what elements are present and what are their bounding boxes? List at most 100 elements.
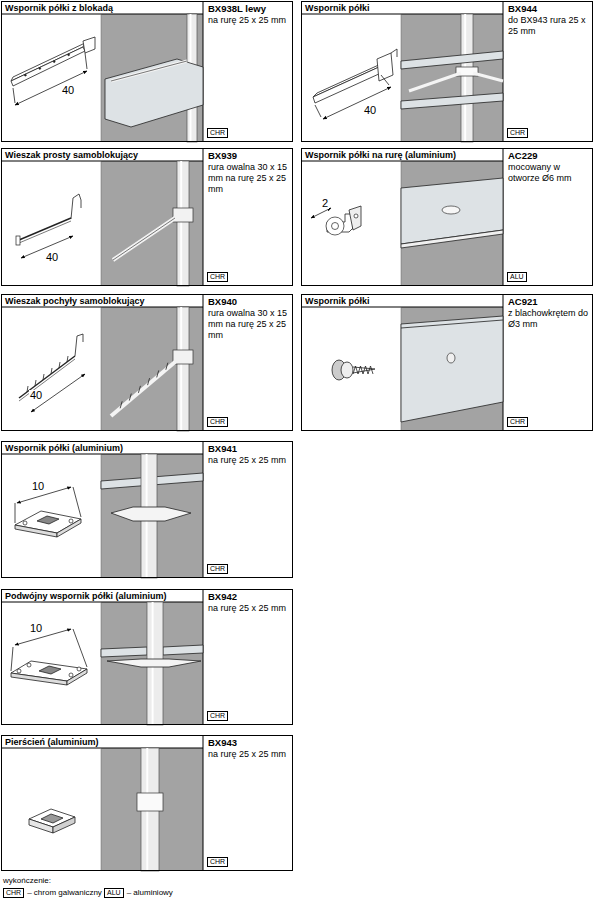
product-panel: CHRPodwójny wspornik półki (aluminium)BX…	[1, 589, 293, 725]
finish-badge: CHR	[507, 417, 528, 427]
extension-line	[381, 75, 389, 85]
column-divider	[203, 441, 204, 578]
finish-badge: CHR	[207, 128, 228, 138]
product-panel: CHR Wspornik półki (aluminium) BX941na rur…	[1, 441, 293, 578]
extension-line	[15, 503, 16, 523]
screw-hole	[69, 673, 73, 677]
product-panel: CHRWspornik półkiAC921z blachowkrętem do…	[301, 294, 593, 431]
peg	[35, 380, 36, 386]
product-code: BX942	[208, 591, 292, 602]
product-code: BX941	[208, 443, 292, 454]
clip-hook	[391, 49, 397, 57]
photo-ground	[101, 454, 203, 578]
hanger-rod	[19, 356, 75, 398]
panel-art	[1, 441, 203, 578]
product-description: na rurę 25 x 25 mm	[208, 455, 292, 466]
bracket-photo-edge	[111, 61, 187, 81]
dimension-label: 10	[31, 481, 45, 492]
header-rule	[1, 161, 203, 162]
extension-line	[85, 53, 87, 69]
product-panel: ALUWspornik półki na rurę (aluminium)AC2…	[301, 148, 593, 286]
pipe	[177, 161, 189, 286]
panel-art	[301, 1, 503, 142]
screw-hole	[77, 667, 81, 671]
tab-hole	[354, 214, 358, 218]
photo-ground	[101, 748, 203, 871]
legend-heading: wykończenie:	[3, 876, 51, 885]
panel-art	[1, 589, 203, 725]
column-divider	[203, 735, 204, 871]
glass-shelf	[163, 645, 203, 655]
panel-title: Wspornik półki (aluminium)	[5, 443, 201, 454]
header-rule	[1, 307, 203, 308]
peg	[43, 374, 44, 380]
bracket-tab	[349, 206, 361, 230]
extension-line	[73, 629, 87, 667]
product-description: do BX943 rura 25 x 25 mm	[508, 15, 592, 37]
finish-code: CHR	[210, 273, 225, 281]
glass-shelf	[105, 59, 203, 127]
panel-title: Wieszak prosty samoblokujący	[5, 150, 201, 161]
dimension-line	[323, 87, 391, 119]
bracket-eye	[326, 217, 344, 235]
bracket-hole	[332, 223, 339, 230]
panel-title: Pierścień (aluminium)	[5, 737, 201, 748]
extension-line	[13, 88, 15, 103]
hanger-photo-edge	[113, 218, 175, 260]
finish-badge: CHR	[207, 564, 228, 574]
plate-edge	[67, 669, 87, 685]
glass-shelf	[401, 93, 503, 109]
peg-photo	[166, 363, 168, 370]
pipe-highlight	[180, 307, 182, 431]
shelf-edge	[401, 320, 503, 328]
hanger-rod	[19, 218, 71, 240]
product-description: na rurę 25 x 25 mm	[208, 603, 292, 614]
panel-art	[1, 294, 203, 431]
screw-outline	[353, 367, 375, 373]
header-rule	[1, 602, 203, 603]
header-rule	[1, 14, 203, 15]
dimension-label: 40	[45, 252, 59, 263]
panel-art	[301, 294, 503, 431]
header-rule	[1, 454, 203, 455]
product-panel: CHRPierścień (aluminium)BX943na rurę 25 …	[1, 735, 293, 871]
bracket-dot	[25, 74, 27, 76]
dimension-line	[311, 208, 331, 218]
peg-photo	[120, 401, 122, 408]
photo-ground	[401, 161, 503, 286]
product-code: BX944	[508, 3, 592, 14]
stud-photo	[447, 353, 455, 363]
panel-title: Podwójny wspornik półki (aluminium)	[5, 591, 201, 602]
header-rule	[301, 307, 503, 308]
shelf-edge	[401, 230, 503, 248]
product-code: BX939	[208, 150, 292, 161]
plate-photo	[111, 507, 191, 521]
photo-divider	[401, 14, 402, 142]
panel-title: Wspornik półki z blokadą	[5, 3, 201, 14]
plate-edge	[57, 519, 81, 537]
panel-art	[1, 735, 203, 871]
dimension-label: 2	[321, 198, 329, 209]
dimension-label: 40	[363, 105, 377, 116]
stud-body	[341, 362, 353, 378]
product-code: AC921	[508, 296, 592, 307]
plate-edge	[15, 525, 57, 537]
photo-divider	[101, 161, 102, 286]
product-panel: CHR Wieszak prosty samoblokujący BX939rura…	[1, 148, 293, 286]
ring-side	[53, 817, 75, 833]
finish-badge: CHR	[207, 417, 228, 427]
panel-title: Wspornik półki	[305, 296, 501, 307]
bracket-photo	[473, 73, 503, 81]
product-description: rura owalna 30 x 15 mm na rurę 25 x 25 m…	[208, 162, 292, 195]
finish-code: CHR	[210, 858, 225, 866]
square-hole	[39, 666, 61, 674]
peg	[51, 368, 52, 374]
bracket-bar	[11, 47, 85, 86]
photo-ground	[101, 14, 203, 142]
bracket-dot	[39, 68, 41, 70]
tube-side	[313, 67, 381, 103]
photo-divider	[101, 307, 102, 431]
finish-code: CHR	[210, 565, 225, 573]
ring-opening	[41, 814, 63, 823]
finish-code: CHR	[210, 418, 225, 426]
